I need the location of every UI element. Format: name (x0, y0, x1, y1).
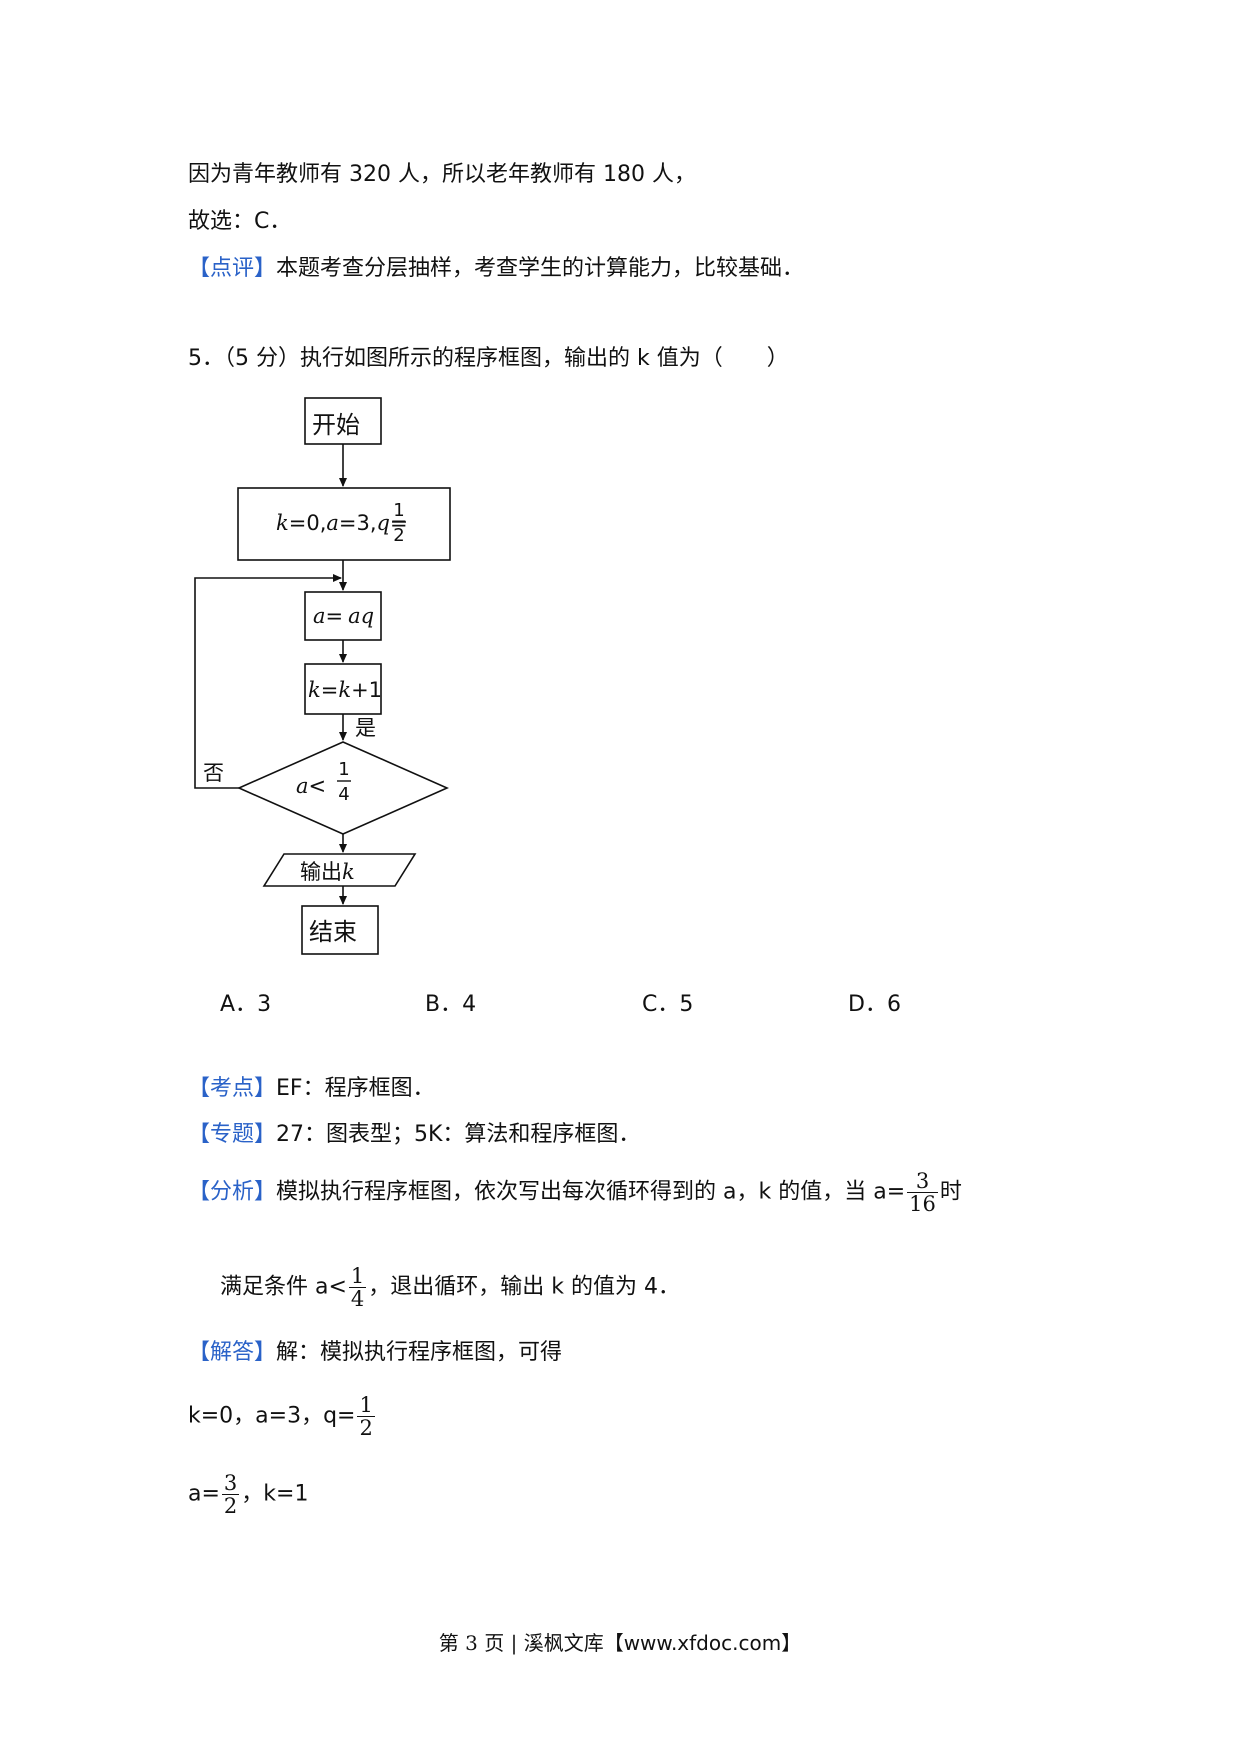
step2-k2: k (338, 678, 351, 702)
output-text: 输出 (300, 860, 342, 884)
init-eq3: =3, (339, 511, 377, 535)
step1-eq: = (326, 604, 344, 628)
cond-lt: < (309, 774, 327, 798)
fenxi-text-4: ，退出循环，输出 k 的值为 4． (368, 1274, 681, 1300)
comment-tag: 【点评】 (188, 256, 277, 281)
footer-url[interactable]: www.xfdoc.com (623, 1631, 782, 1655)
yes-label: 是 (355, 716, 376, 740)
condition-diamond (237, 741, 449, 835)
init-frac-num: 1 (393, 500, 404, 521)
jieda-step-2-den: 2 (223, 1494, 238, 1518)
page-footer: 第 3 页 | 溪枫文库【www.xfdoc.com】 (0, 1628, 1240, 1658)
kaodian-line: 【考点】EF：程序框图． (188, 1074, 435, 1104)
footer-rb: 】 (781, 1631, 802, 1655)
cond-frac-den: 4 (338, 784, 349, 805)
fenxi-frac-2-num: 1 (348, 1264, 367, 1288)
option-c: C．5 (642, 990, 693, 1020)
init-eq0: =0, (289, 511, 327, 535)
option-a-value: 3 (257, 992, 272, 1017)
option-b-value: 4 (462, 992, 477, 1017)
kaodian-tag: 【考点】 (188, 1076, 277, 1101)
jieda-step-2-num: 3 (221, 1471, 240, 1495)
option-c-letter: C． (642, 992, 680, 1017)
jieda-step-1-text: k=0，a=3，q= (188, 1403, 356, 1429)
output-parallelogram (262, 853, 417, 887)
jieda-step-2-post: ，k=1 (241, 1481, 309, 1507)
output-k: k (342, 860, 355, 884)
footer-site: 溪枫文库 (523, 1631, 604, 1655)
footer-lb: 【 (603, 1631, 624, 1655)
jieda-tag: 【解答】 (188, 1340, 277, 1365)
zhuanti-text: 27：图表型；5K：算法和程序框图． (276, 1122, 641, 1147)
jieda-text: 解：模拟执行程序框图，可得 (276, 1340, 563, 1365)
start-box (304, 397, 382, 445)
step2-plus: +1 (351, 678, 382, 702)
option-b: B．4 (425, 990, 476, 1020)
footer-page: 第 3 页 (438, 1631, 505, 1655)
jieda-step-2-pre: a= (188, 1481, 220, 1507)
option-d-letter: D． (848, 992, 887, 1017)
end-label: 结束 (309, 918, 357, 946)
step1-a: a (313, 604, 326, 628)
end-box (301, 905, 379, 955)
fenxi-frac-1-den: 16 (909, 1192, 936, 1216)
option-a-letter: A． (220, 992, 258, 1017)
step2-box (304, 663, 382, 715)
comment-text: 本题考查分层抽样，考查学生的计算能力，比较基础． (276, 256, 805, 281)
init-q: q (377, 511, 390, 535)
fenxi-tag: 【分析】 (188, 1179, 277, 1205)
jieda-step-1-den: 2 (359, 1416, 373, 1440)
fenxi-text-1: 模拟执行程序框图，依次写出每次循环得到的 a，k 的值，当 a= (276, 1179, 906, 1205)
option-d-value: 6 (886, 992, 901, 1017)
cond-frac-num: 1 (338, 759, 349, 780)
option-d: D．6 (848, 990, 901, 1020)
step1-box (304, 591, 382, 641)
fenxi-text-2: 时 (939, 1179, 962, 1205)
step1-label: a=aq (313, 604, 374, 628)
init-box (237, 487, 451, 561)
no-label: 否 (203, 761, 224, 785)
step1-aq: aq (348, 604, 374, 628)
fenxi-text-3: 满足条件 a< (220, 1274, 347, 1300)
kaodian-text: EF：程序框图． (276, 1076, 435, 1101)
zhuanti-tag: 【专题】 (188, 1122, 277, 1147)
start-label: 开始 (312, 411, 360, 439)
output-label: 输出k (300, 860, 355, 884)
step2-eq: = (321, 678, 339, 702)
footer-sep: | (504, 1631, 524, 1655)
jieda-line: 【解答】解：模拟执行程序框图，可得 (188, 1338, 562, 1368)
option-a: A．3 (220, 990, 271, 1020)
prev-line-2: 故选：C． (188, 209, 292, 234)
question-text: 5．（5 分）执行如图所示的程序框图，输出的 k 值为（ ） (188, 346, 789, 371)
init-k: k (276, 511, 289, 535)
prev-comment: 【点评】本题考查分层抽样，考查学生的计算能力，比较基础． (188, 254, 804, 284)
option-b-letter: B． (425, 992, 463, 1017)
init-a: a (326, 511, 339, 535)
step2-k1: k (308, 678, 321, 702)
zhuanti-line: 【专题】27：图表型；5K：算法和程序框图． (188, 1120, 640, 1150)
loop-back-line (194, 574, 342, 789)
fenxi-frac-1-num: 3 (907, 1170, 938, 1193)
prev-line-1: 因为青年教师有 320 人，所以老年教师有 180 人， (188, 162, 696, 187)
cond-a: a (296, 774, 309, 798)
init-label: k=0,a=3,q= (276, 511, 408, 535)
option-c-value: 5 (679, 992, 694, 1017)
fenxi-frac-2-den: 4 (350, 1287, 365, 1311)
cond-label: a< (296, 774, 326, 798)
step2-label: k=k+1 (308, 678, 382, 702)
jieda-step-1-num: 1 (357, 1393, 375, 1417)
init-eq: = (390, 511, 408, 535)
init-frac-den: 2 (393, 525, 404, 546)
